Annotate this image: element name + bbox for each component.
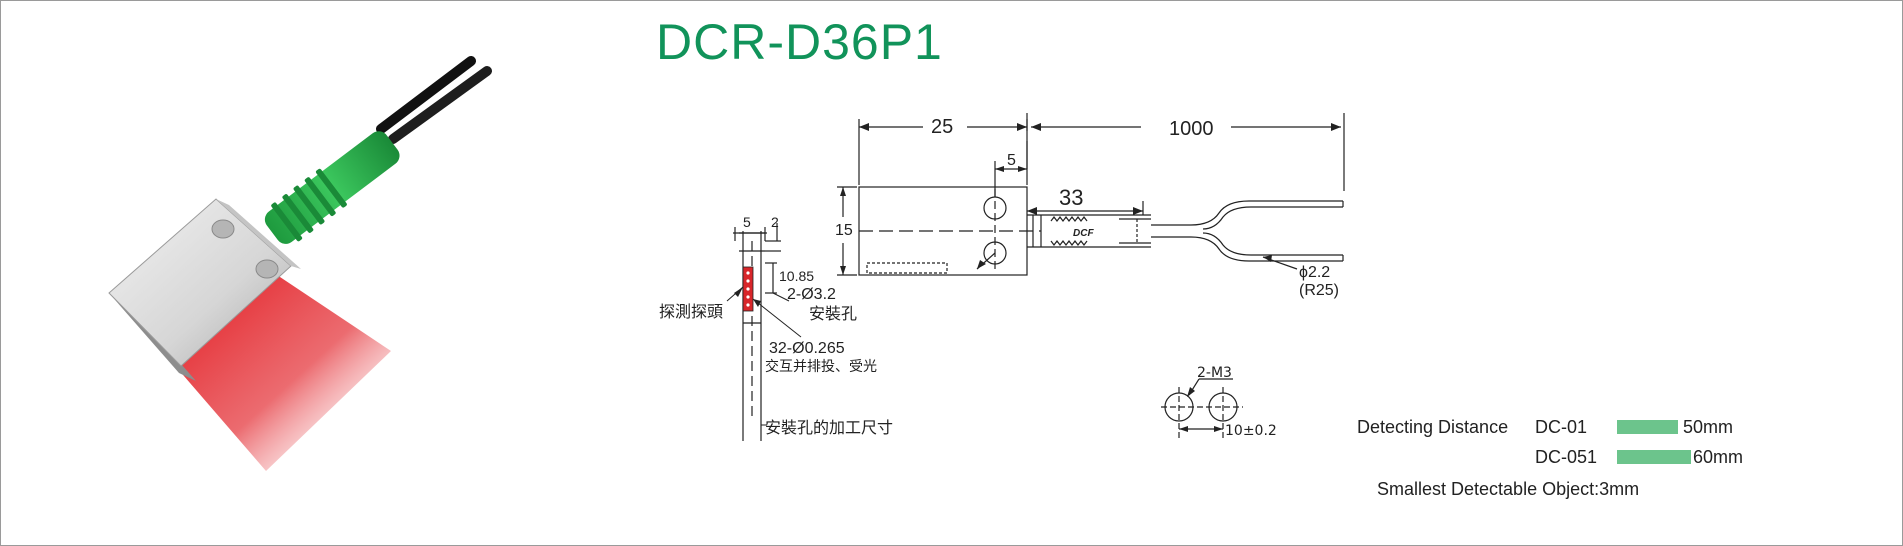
cable-black-1 <box>376 56 476 134</box>
dim-cable-dia: ϕ2.2 <box>1299 264 1330 281</box>
top-view <box>837 113 1345 276</box>
dim-33: 33 <box>1059 185 1083 210</box>
dim-pitch: 10±0.2 <box>1225 423 1277 439</box>
dim-1000: 1000 <box>1169 118 1214 140</box>
model-dc01: DC-01 <box>1535 417 1587 437</box>
dim-fibers: 32-Ø0.265 <box>769 340 845 357</box>
cable-black-2 <box>388 66 492 144</box>
mount-hole-bottom <box>255 259 279 279</box>
dim-holes: 2-Ø3.2 <box>787 286 836 303</box>
dim-10-85: 10.85 <box>779 268 814 284</box>
dim-side-2: 2 <box>771 214 779 230</box>
label-probe: 探測探頭 <box>659 302 723 321</box>
dim-5: 5 <box>1007 152 1016 169</box>
label-holes: 安裝孔 <box>809 304 857 323</box>
arrowheads <box>734 123 1341 307</box>
label-mount: 安裝孔的加工尺寸 <box>765 418 893 437</box>
fiber-dots <box>746 271 750 307</box>
dcf-logo: DCF <box>1069 227 1117 239</box>
distance-dc051: 60mm <box>1693 447 1743 467</box>
dim-m3: 2-M3 <box>1197 365 1232 381</box>
mount-hole-top <box>211 219 235 239</box>
dim-side-5: 5 <box>743 214 751 230</box>
distance-dc01: 50mm <box>1683 417 1733 437</box>
cable-sleeve <box>264 131 400 244</box>
spec-block: Detecting Distance DC-01 50mm DC-051 60m… <box>1357 417 1743 499</box>
sensor-body-top <box>216 199 301 269</box>
smallest-object: Smallest Detectable Object:3mm <box>1377 479 1639 499</box>
svg-text:DCF: DCF <box>1073 228 1094 239</box>
model-dc051: DC-051 <box>1535 447 1597 467</box>
bar-dc051 <box>1617 450 1691 464</box>
fibers-desc: 交互并排投、受光 <box>765 358 877 375</box>
bar-dc01 <box>1617 420 1678 434</box>
side-view <box>733 223 781 441</box>
dim-15: 15 <box>835 222 853 239</box>
product-title: DCR-D36P1 <box>656 14 943 70</box>
detecting-label: Detecting Distance <box>1357 417 1508 437</box>
dim-bend-radius: (R25) <box>1299 282 1339 299</box>
dim-25: 25 <box>931 116 953 138</box>
mount-pattern <box>1161 378 1243 441</box>
product-photo <box>108 56 492 471</box>
